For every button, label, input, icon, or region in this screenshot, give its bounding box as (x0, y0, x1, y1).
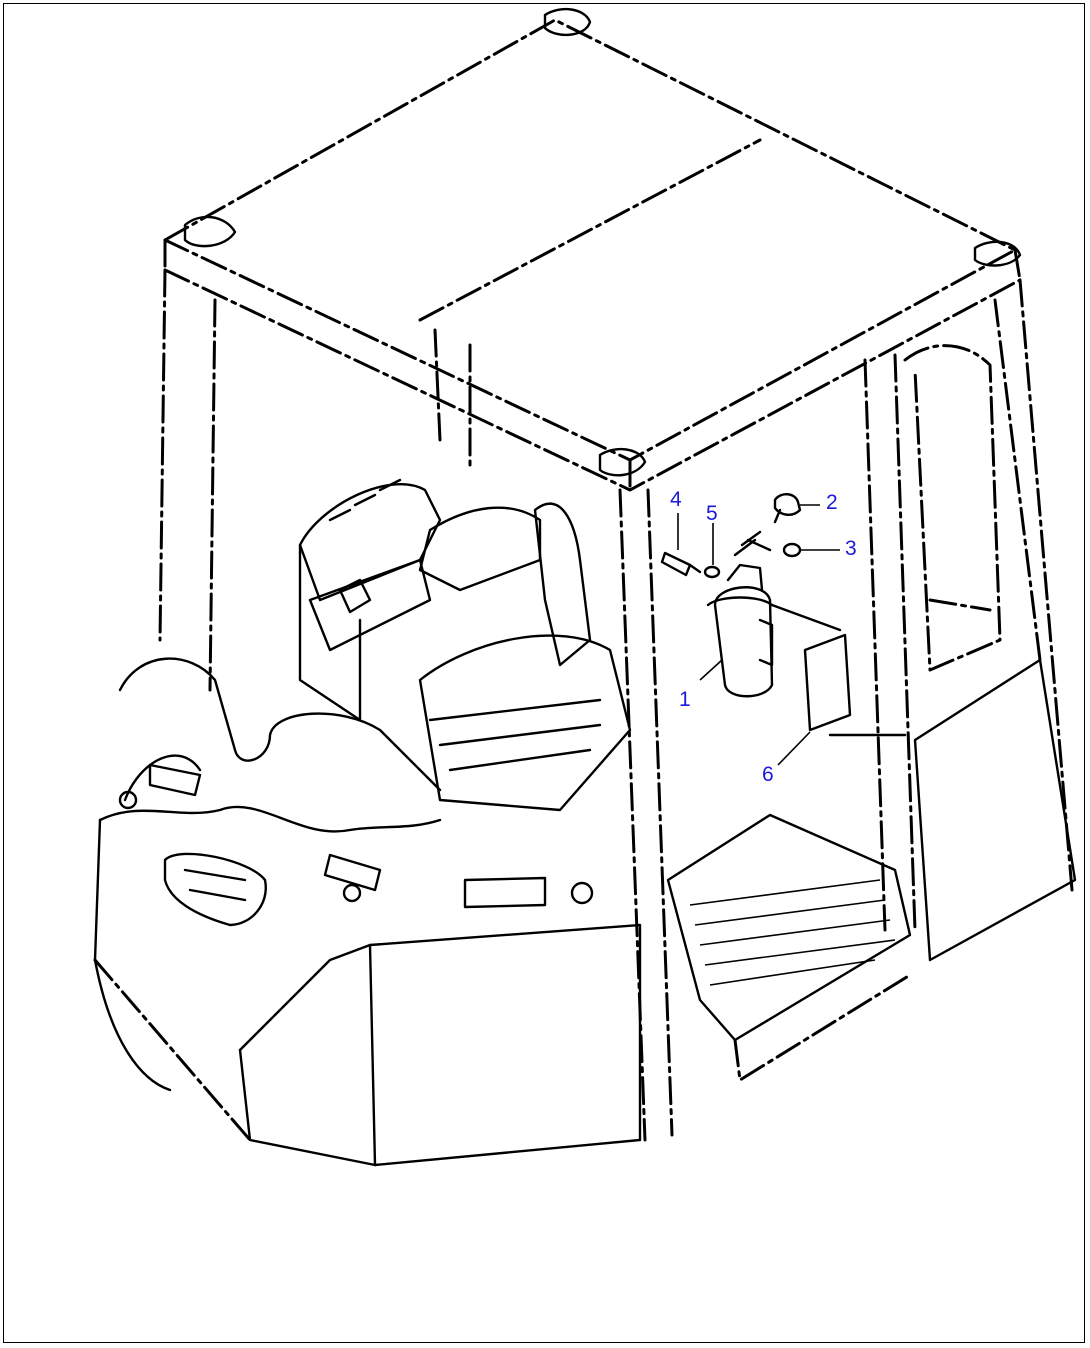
operator-seat (298, 478, 632, 812)
callout-4: 4 (670, 488, 682, 511)
cab-pillars (158, 268, 1074, 1142)
bolt-part-4 (660, 551, 702, 577)
bolt-part-2 (773, 493, 802, 524)
callout-numbers: 1 2 3 4 5 6 (670, 488, 857, 786)
callout-1: 1 (679, 688, 691, 711)
front-fender (93, 657, 642, 1167)
washer-part-3 (782, 542, 802, 558)
leader-1 (699, 659, 723, 681)
callout-6: 6 (762, 763, 774, 786)
washer-part-5 (703, 565, 721, 579)
mounting-bracket (770, 603, 907, 737)
leader-6 (777, 731, 811, 766)
callout-5: 5 (706, 502, 718, 525)
cab-roof (163, 7, 1022, 492)
leader-lines (677, 504, 840, 766)
floor-plate (666, 813, 912, 1082)
fire-extinguisher (706, 530, 774, 698)
diagram-border (3, 3, 1085, 1343)
callout-2: 2 (826, 491, 838, 514)
rear-door-frame (903, 344, 1077, 962)
callout-3: 3 (845, 537, 857, 560)
